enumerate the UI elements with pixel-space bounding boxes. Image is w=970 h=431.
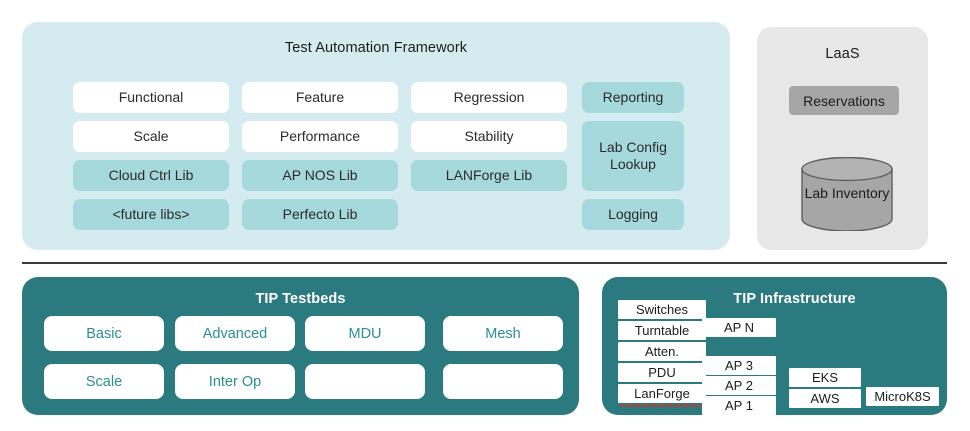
infra-box-atten[interactable]: Atten.: [618, 342, 706, 361]
testbed-box-mesh[interactable]: Mesh: [443, 316, 563, 351]
infra-box-switches[interactable]: Switches: [618, 300, 706, 319]
taf-box-future-libs[interactable]: <future libs>: [73, 199, 229, 230]
taf-box-ap-nos-lib[interactable]: AP NOS Lib: [242, 160, 398, 191]
spellcheck-underline-icon: [620, 403, 704, 407]
taf-box-reporting[interactable]: Reporting: [582, 82, 684, 113]
infra-box-ap-3[interactable]: AP 3: [702, 356, 776, 375]
taf-box-performance[interactable]: Performance: [242, 121, 398, 152]
infra-box-eks[interactable]: EKS: [789, 368, 861, 387]
infra-box-aws[interactable]: AWS: [789, 389, 861, 408]
taf-box-stability[interactable]: Stability: [411, 121, 567, 152]
taf-box-feature[interactable]: Feature: [242, 82, 398, 113]
taf-box-lanforge-lib[interactable]: LANForge Lib: [411, 160, 567, 191]
taf-box-lab-config-lookup[interactable]: Lab Config Lookup: [582, 121, 684, 191]
infra-box-ap-2[interactable]: AP 2: [702, 376, 776, 395]
infra-box-turntable[interactable]: Turntable: [618, 321, 706, 340]
infra-box-pdu[interactable]: PDU: [618, 363, 706, 382]
taf-box-functional[interactable]: Functional: [73, 82, 229, 113]
testbed-box-advanced[interactable]: Advanced: [175, 316, 295, 351]
tip-testbeds-title: TIP Testbeds: [255, 291, 346, 307]
lab-inventory-cylinder[interactable]: Lab Inventory: [801, 156, 893, 232]
laas-reservations-box[interactable]: Reservations: [789, 86, 899, 115]
section-divider: [22, 262, 947, 264]
infra-box-ap-1[interactable]: AP 1: [702, 396, 776, 415]
infra-box-lanforge-label: LanForge: [634, 386, 690, 401]
taf-box-perfecto-lib[interactable]: Perfecto Lib: [242, 199, 398, 230]
infra-box-lanforge[interactable]: LanForge: [618, 384, 706, 407]
testbed-box-basic[interactable]: Basic: [44, 316, 164, 351]
testbed-box-mdu[interactable]: MDU: [305, 316, 425, 351]
tip-infrastructure-title: TIP Infrastructure: [733, 291, 856, 307]
database-icon: [801, 156, 893, 232]
testbed-box-empty-2[interactable]: [443, 364, 563, 399]
taf-box-cloud-ctrl-lib[interactable]: Cloud Ctrl Lib: [73, 160, 229, 191]
taf-box-logging[interactable]: Logging: [582, 199, 684, 230]
laas-title: LaaS: [825, 46, 860, 62]
testbed-box-scale[interactable]: Scale: [44, 364, 164, 399]
infra-box-ap-n[interactable]: AP N: [702, 318, 776, 337]
taf-box-regression[interactable]: Regression: [411, 82, 567, 113]
taf-box-scale[interactable]: Scale: [73, 121, 229, 152]
testbed-box-inter-op[interactable]: Inter Op: [175, 364, 295, 399]
testbed-box-empty-1[interactable]: [305, 364, 425, 399]
test-automation-framework-title: Test Automation Framework: [284, 40, 468, 56]
infra-box-microk8s[interactable]: MicroK8S: [866, 387, 939, 406]
